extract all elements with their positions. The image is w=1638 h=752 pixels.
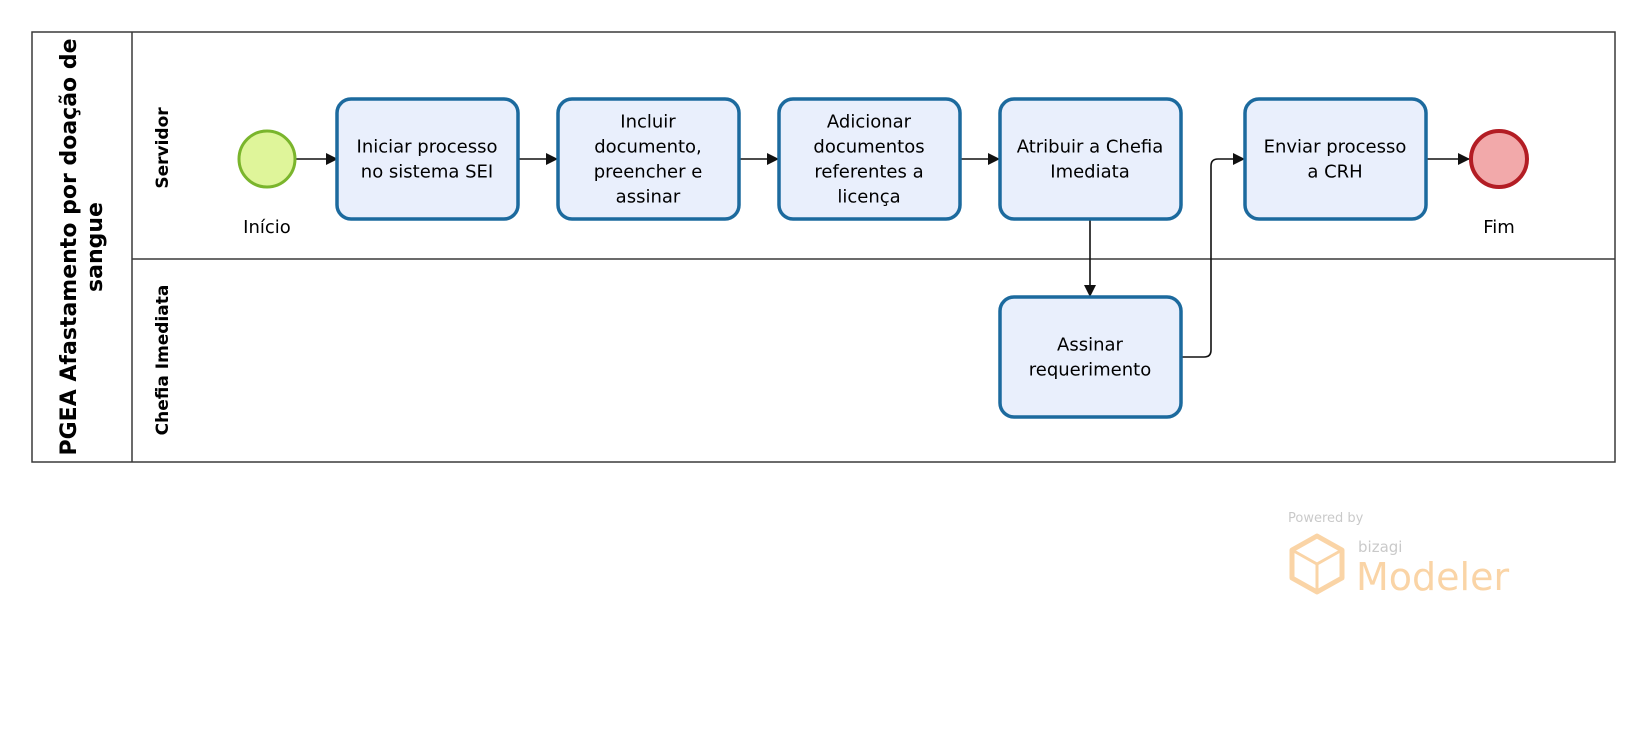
start-event: Início xyxy=(237,129,297,238)
task-label-line: referentes a xyxy=(814,162,923,183)
task-enviar-processo: Enviar processo a CRH xyxy=(1243,97,1428,221)
task-label-line: documentos xyxy=(813,137,924,158)
flow-t6-t5 xyxy=(1181,153,1245,358)
task-label-line: documento, xyxy=(594,137,702,158)
task-label-line: Imediata xyxy=(1050,162,1129,183)
end-event-label: Fim xyxy=(1483,217,1515,238)
task-label-line: Atribuir a Chefia xyxy=(1017,137,1164,158)
end-event: Fim xyxy=(1469,129,1529,238)
task-label-line: preencher e xyxy=(594,162,703,183)
task-label-line: no sistema SEI xyxy=(361,162,493,183)
task-adicionar-documentos: Adicionar documentos referentes a licença xyxy=(777,97,962,221)
task-label-line: Enviar processo xyxy=(1264,137,1407,158)
svg-text:Servidor: Servidor xyxy=(153,107,173,189)
task-label-line: Adicionar xyxy=(827,112,912,133)
svg-text:Chefia Imediata: Chefia Imediata xyxy=(153,285,173,436)
lane-servidor-label: Servidor xyxy=(153,107,173,189)
start-event-label: Início xyxy=(243,217,291,238)
task-label-line: licença xyxy=(837,187,900,208)
pool-title-line2: sangue xyxy=(83,202,108,292)
task-label-line: Iniciar processo xyxy=(357,137,498,158)
watermark-brand: bizagi xyxy=(1358,538,1402,556)
task-label-line: Assinar xyxy=(1057,335,1124,356)
task-assinar-requerimento: Assinar requerimento xyxy=(998,295,1183,419)
task-label-line: requerimento xyxy=(1029,360,1151,381)
sequence-flows xyxy=(296,153,1470,358)
task-incluir-documento: Incluir documento, preencher e assinar xyxy=(556,97,741,221)
task-label-line: Incluir xyxy=(620,112,676,133)
bizagi-logo-icon xyxy=(1289,533,1345,595)
pool-title: PGEA Afastamento por doação de sangue xyxy=(57,38,108,455)
pool-title-line1: PGEA Afastamento por doação de xyxy=(57,38,82,455)
watermark-powered-by: Powered by xyxy=(1288,511,1364,526)
watermark-product: Modeler xyxy=(1356,555,1509,599)
task-label-line: assinar xyxy=(616,187,681,208)
task-iniciar-processo: Iniciar processo no sistema SEI xyxy=(335,97,520,221)
lane-chefia-label: Chefia Imediata xyxy=(153,285,173,436)
pool xyxy=(31,31,1616,463)
task-label-line: a CRH xyxy=(1307,162,1362,183)
bizagi-watermark: Powered by bizagi Modeler xyxy=(1288,511,1509,599)
